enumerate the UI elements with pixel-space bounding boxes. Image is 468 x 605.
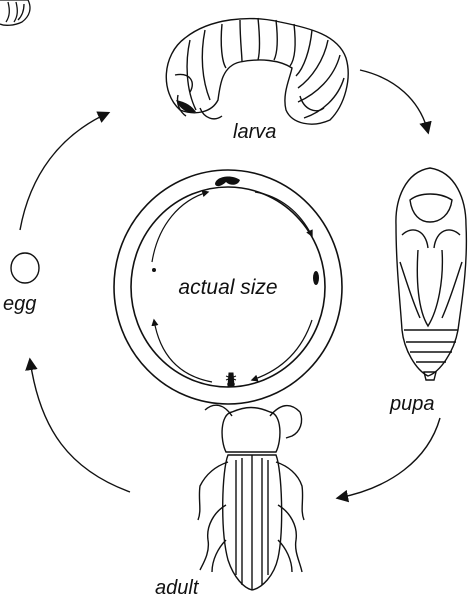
adult-label: adult — [155, 577, 200, 599]
arrow-adult-to-egg — [30, 360, 130, 492]
adult-illustration — [198, 405, 304, 590]
pupa-label: pupa — [389, 393, 435, 415]
tiny-pupa — [313, 271, 319, 285]
pupa-illustration — [396, 168, 466, 380]
larva-label: larva — [233, 121, 276, 143]
inner-arrow-egg-to-larva — [152, 192, 208, 262]
tiny-adult — [226, 373, 236, 386]
egg-label: egg — [3, 293, 36, 315]
larva-illustration — [166, 18, 348, 124]
arrow-pupa-to-adult — [338, 418, 440, 498]
arrow-egg-to-larva — [20, 113, 108, 230]
inner-arrow-adult-to-egg — [154, 320, 212, 382]
tiny-larva — [215, 177, 240, 187]
arrow-larva-to-pupa — [360, 70, 428, 132]
corner-larva-fragment — [0, 0, 30, 25]
tiny-egg — [152, 268, 156, 272]
egg-illustration — [11, 253, 39, 283]
actual-size-label: actual size — [178, 276, 277, 299]
